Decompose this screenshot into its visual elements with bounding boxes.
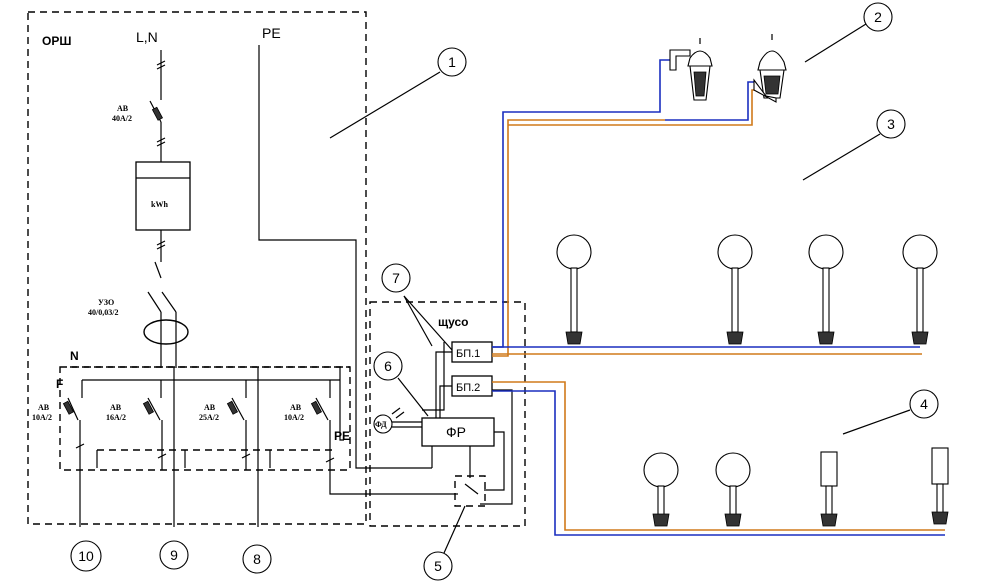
- callout-3: 3: [802, 109, 906, 181]
- callout-7: 7: [381, 263, 453, 351]
- pe-mid-label: PE: [334, 429, 350, 443]
- callout-4: 4: [842, 389, 939, 435]
- svg-text:БП.1: БП.1: [456, 348, 480, 360]
- svg-text:10А/2: 10А/2: [284, 413, 304, 422]
- orsh-label: ОРШ: [42, 34, 71, 48]
- svg-text:5: 5: [434, 558, 442, 574]
- breaker-3: АВ 25А/2: [199, 367, 259, 527]
- kwh-meter: [135, 161, 191, 231]
- uzo-label: УЗО: [98, 298, 114, 307]
- breaker-1: АВ 10А/2: [32, 380, 85, 527]
- svg-text:АВ: АВ: [204, 403, 216, 412]
- svg-text:16А/2: 16А/2: [106, 413, 126, 422]
- uzo-rating: 40/0,03/2: [88, 308, 118, 317]
- bollard-light-bottom-4: [931, 447, 949, 525]
- callout-8: 8: [242, 544, 272, 574]
- callout-6: 6: [373, 351, 429, 417]
- main-breaker-rating: 40А/2: [112, 114, 132, 123]
- svg-text:АВ: АВ: [38, 403, 50, 412]
- svg-text:БП.2: БП.2: [456, 382, 480, 394]
- globe-light-bottom-2: [715, 452, 751, 527]
- globe-light-top-3: [808, 234, 844, 345]
- svg-text:4: 4: [920, 396, 928, 412]
- svg-text:8: 8: [253, 551, 261, 567]
- svg-text:9: 9: [170, 547, 178, 563]
- svg-text:1: 1: [448, 54, 456, 70]
- svg-text:2: 2: [874, 9, 882, 25]
- globe-light-top-1: [556, 234, 592, 345]
- pe-top-label: PE: [262, 25, 281, 41]
- shchuso-enclosure: [369, 301, 526, 527]
- fr-relay: [421, 417, 495, 447]
- callout-5: 5: [423, 505, 466, 581]
- globe-light-bottom-1: [643, 452, 679, 527]
- svg-text:ФД: ФД: [375, 420, 387, 429]
- globe-light-top-2: [717, 234, 753, 345]
- svg-text:АВ: АВ: [290, 403, 302, 412]
- breaker-2: АВ 16А/2: [106, 367, 175, 527]
- fd-sensor: [373, 414, 393, 434]
- bollard-light-bottom-3: [820, 451, 838, 527]
- main-breaker-label: АВ: [117, 104, 129, 113]
- svg-text:ФР: ФР: [446, 424, 466, 440]
- breaker-4: АВ 10А/2: [284, 367, 432, 495]
- callout-1: 1: [329, 47, 467, 139]
- uzo-ring: [143, 319, 189, 345]
- callout-2: 2: [804, 2, 893, 63]
- callout-10: 10: [70, 540, 102, 572]
- svg-text:6: 6: [384, 358, 392, 374]
- svg-text:10А/2: 10А/2: [32, 413, 52, 422]
- shchuso-label: щусо: [438, 315, 469, 329]
- orsh-enclosure: [27, 11, 367, 525]
- globe-light-top-4: [902, 234, 938, 345]
- contactor-box: [454, 475, 486, 507]
- svg-text:25А/2: 25А/2: [199, 413, 219, 422]
- ln-label: L,N: [136, 29, 158, 45]
- svg-text:7: 7: [392, 270, 400, 286]
- n-label: N: [70, 349, 79, 363]
- wall-lantern-1: [669, 38, 713, 101]
- callout-9: 9: [159, 540, 189, 570]
- svg-text:3: 3: [887, 116, 895, 132]
- svg-text:АВ: АВ: [110, 403, 122, 412]
- wall-lantern-2: [753, 34, 787, 103]
- kwh-label: kWh: [151, 200, 168, 209]
- svg-text:10: 10: [78, 548, 94, 564]
